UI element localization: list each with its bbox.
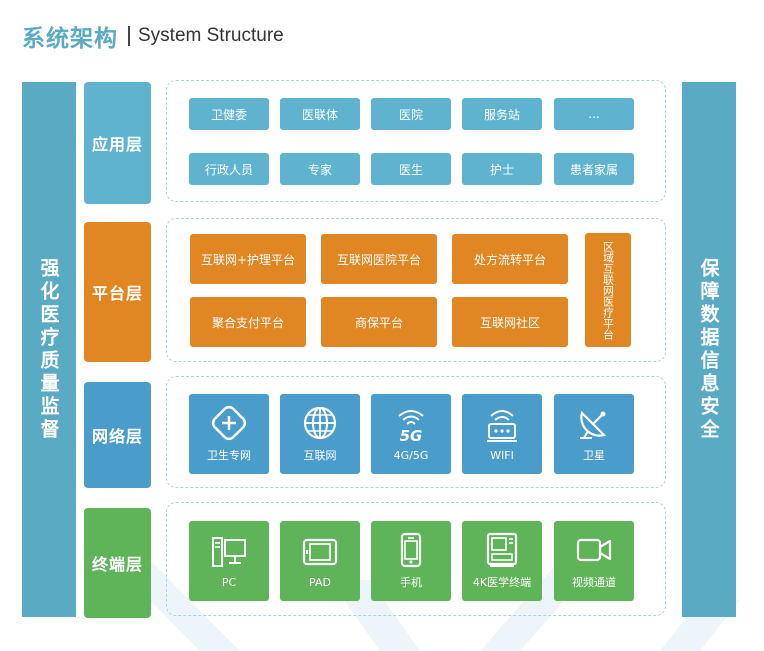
network-tile: 卫生专网 [189,394,269,474]
phone-icon [391,532,431,568]
network-label: 4G/5G [393,448,429,462]
network-tile: 5G 4G/5G [371,394,451,474]
app-tile: 患者家属 [554,153,634,185]
terminal-label: 手机 [400,576,422,589]
terminal-label: 视频通道 [572,576,616,589]
network-tile: WIFI [462,394,542,474]
satellite-dish-icon [574,405,614,441]
platform-layer-box: 互联网+护理平台 互联网医院平台 处方流转平台 聚合支付平台 商保平台 互联网社… [166,218,666,362]
app-tile: 医联体 [280,98,360,130]
layer-label-app: 应用层 [84,82,151,204]
title-cn: 系统架构 [22,26,118,52]
layer-label-terminal: 终端层 [84,508,151,618]
5g-icon: 5G [391,407,431,443]
right-column-text: 保障数据信息安全 [697,257,720,442]
terminal-label: PC [221,575,237,589]
app-tile: 卫健委 [189,98,269,130]
tablet-icon [300,534,340,570]
app-tile: 医生 [371,153,451,185]
network-label: 互联网 [303,449,337,462]
left-column-text: 强化医疗质量监督 [37,257,60,442]
platform-tile: 互联网+护理平台 [190,234,306,284]
platform-tile: 互联网医院平台 [321,234,437,284]
pc-icon [209,534,249,570]
layer-label-platform: 平台层 [84,222,151,362]
terminal-tile: PC [189,521,269,601]
app-tile: 专家 [280,153,360,185]
terminal-tile: 手机 [371,521,451,601]
platform-tile: 互联网社区 [452,297,568,347]
app-tile: ... [554,98,634,130]
platform-tile: 商保平台 [321,297,437,347]
app-tile: 行政人员 [189,153,269,185]
app-tile: 护士 [462,153,542,185]
network-label: 卫星 [583,449,605,462]
left-column: 强化医疗质量监督 [22,82,76,617]
medical-terminal-icon [482,532,522,568]
terminal-tile: PAD [280,521,360,601]
app-tile: 医院 [371,98,451,130]
terminal-label: 4K医学终端 [472,576,532,589]
network-label: WIFI [490,448,514,462]
platform-vertical-label: 区域互联网医疗平台 [601,240,615,340]
layer-label-network: 网络层 [84,382,151,488]
app-layer-box: 卫健委 医联体 医院 服务站 ... 行政人员 专家 医生 护士 患者家属 [166,80,666,202]
app-tile: 服务站 [462,98,542,130]
terminal-tile: 视频通道 [554,521,634,601]
terminal-label: PAD [309,575,331,589]
title-en: System Structure [138,25,284,46]
network-layer-box: 卫生专网 互联网 5G 4G/5G WIFI 卫星 [166,376,666,488]
header: 系统架构 System Structure [22,18,284,54]
platform-tile: 聚合支付平台 [190,297,306,347]
network-tile: 卫星 [554,394,634,474]
network-label: 卫生专网 [207,449,251,462]
plus-circle-icon [209,405,249,441]
svg-text:5G: 5G [400,427,423,443]
platform-tile-vertical: 区域互联网医疗平台 [585,233,631,347]
globe-icon [300,405,340,441]
video-camera-icon [574,532,614,568]
right-column: 保障数据信息安全 [682,82,736,617]
network-tile: 互联网 [280,394,360,474]
terminal-layer-box: PC PAD 手机 4K医学终端 视频通道 [166,502,666,616]
terminal-tile: 4K医学终端 [462,521,542,601]
title-divider [128,26,130,46]
platform-tile: 处方流转平台 [452,234,568,284]
wifi-router-icon [482,407,522,443]
